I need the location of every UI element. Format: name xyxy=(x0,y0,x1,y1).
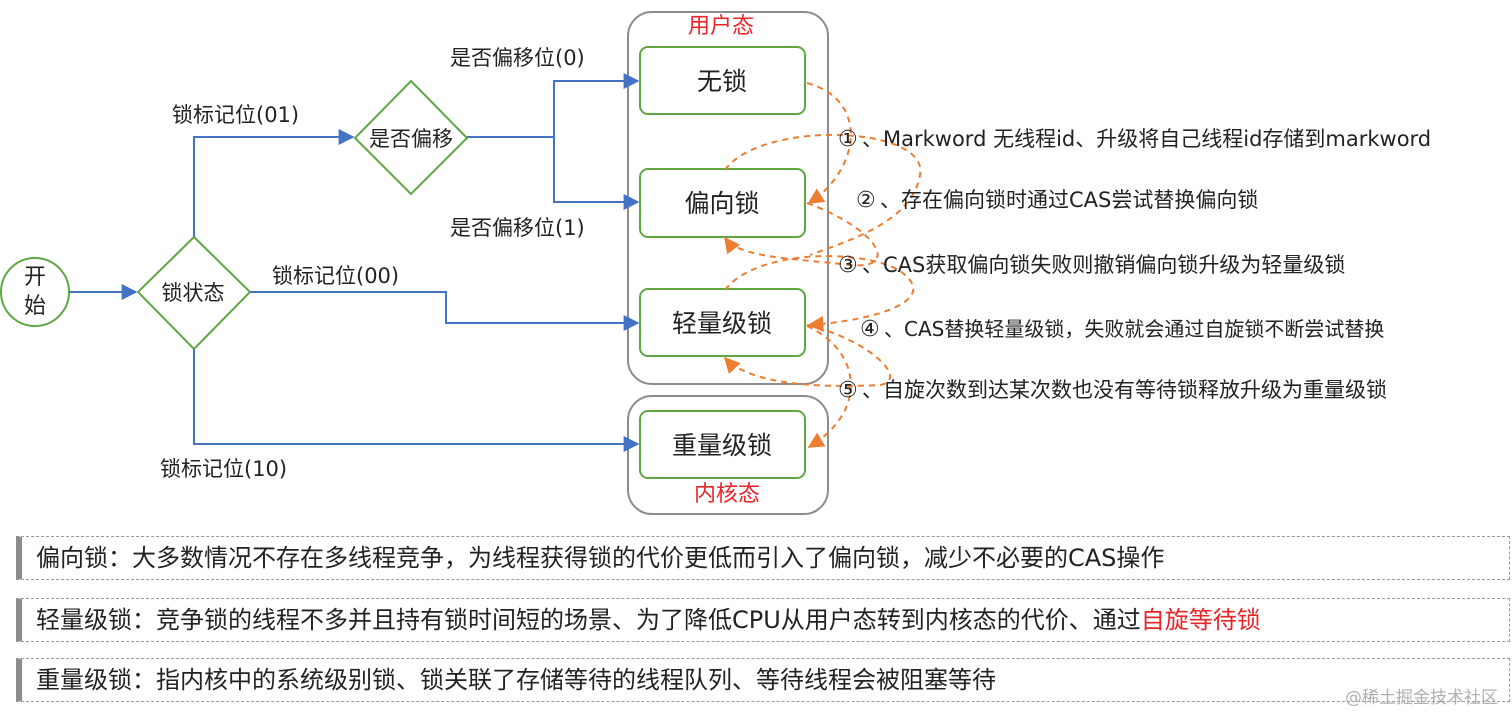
lock-upgrade-diagram: 用户态 内核态 无锁 偏向锁 轻量级锁 重量级锁 开 始 锁状态 是否偏移 xyxy=(0,11,1431,515)
heavyweight-lock-label: 重量级锁 xyxy=(672,431,772,460)
biased-lock-node: 偏向锁 xyxy=(639,168,806,238)
arrow-flag01-to-biascheck xyxy=(193,129,355,237)
arrow-bias1-to-biased xyxy=(553,137,640,210)
no-lock-node: 无锁 xyxy=(639,46,806,115)
arrow-flag10-to-heavyweight xyxy=(193,349,640,452)
edge-label-flag-10: 锁标记位(10) xyxy=(160,457,287,481)
note-lightweight-lock-highlight: 自旋等待锁 xyxy=(1140,606,1261,634)
transition-5-curve xyxy=(806,325,852,448)
lightweight-lock-node: 轻量级锁 xyxy=(639,288,806,357)
step-5-text: 、自旋次数到达某次数也没有等待锁释放升级为重量级锁 xyxy=(862,378,1387,402)
start-label-line2: 始 xyxy=(24,294,46,319)
note-lightweight-lock-text: 轻量级锁：竞争锁的线程不多并且持有锁时间短的场景、为了降低CPU从用户态转到内核… xyxy=(36,606,1141,634)
step-2-text: 、存在偏向锁时通过CAS尝试替换偏向锁 xyxy=(880,188,1258,212)
step-3: ③ 、CAS获取偏向锁失败则撤销偏向锁升级为轻量级锁 xyxy=(838,253,1345,278)
step-3-num: ③ xyxy=(838,253,858,278)
lock-state-decision: 锁状态 xyxy=(136,235,252,351)
step-1-text: 、Markword 无线程id、升级将自己线程id存储到markword xyxy=(862,127,1431,151)
note-lightweight-lock: 轻量级锁：竞争锁的线程不多并且持有锁时间短的场景、为了降低CPU从用户态转到内核… xyxy=(16,598,1510,642)
bias-check-label: 是否偏移 xyxy=(369,127,453,151)
edge-label-flag-01: 锁标记位(01) xyxy=(172,103,299,127)
user-mode-label: 用户态 xyxy=(688,14,754,39)
transition-2-curve xyxy=(724,133,922,256)
step-4: ④ 、CAS替换轻量级锁，失败就会通过自旋锁不断尝试替换 xyxy=(860,317,1384,342)
lightweight-lock-label: 轻量级锁 xyxy=(672,309,772,338)
edge-label-bias-1: 是否偏移位(1) xyxy=(450,216,585,240)
step-2: ② 、存在偏向锁时通过CAS尝试替换偏向锁 xyxy=(856,188,1258,213)
transition-3-curve xyxy=(724,202,879,267)
edge-label-flag-00: 锁标记位(00) xyxy=(272,264,399,288)
bias-check-decision: 是否偏移 xyxy=(353,79,469,196)
arrow-bias0-to-nolock xyxy=(467,73,640,138)
watermark: @稀土掘金技术社区 xyxy=(1345,688,1498,708)
kernel-mode-label: 内核态 xyxy=(694,482,760,507)
heavyweight-lock-node: 重量级锁 xyxy=(639,410,806,479)
step-4-text: 、CAS替换轻量级锁，失败就会通过自旋锁不断尝试替换 xyxy=(884,317,1384,341)
step-1: ① 、Markword 无线程id、升级将自己线程id存储到markword xyxy=(838,127,1431,152)
biased-lock-label: 偏向锁 xyxy=(684,189,759,218)
note-biased-lock: 偏向锁：大多数情况不存在多线程竞争，为线程获得锁的代价更低而引入了偏向锁，减少不… xyxy=(16,536,1510,580)
start-node: 开 始 xyxy=(0,257,70,327)
step-3-text: 、CAS获取偏向锁失败则撤销偏向锁升级为轻量级锁 xyxy=(862,253,1345,277)
lock-state-label: 锁状态 xyxy=(162,281,225,305)
transition-4-curve xyxy=(723,324,892,387)
step-5: ⑤ 、自旋次数到达某次数也没有等待锁释放升级为重量级锁 xyxy=(838,378,1387,403)
kernel-mode-group xyxy=(627,395,829,515)
transition-1-curve xyxy=(806,82,852,204)
arrow-flag00-to-lightweight xyxy=(250,291,640,331)
step-2-num: ② xyxy=(856,188,876,213)
step-5-num: ⑤ xyxy=(838,378,858,403)
start-label-line1: 开 xyxy=(24,265,46,290)
no-lock-label: 无锁 xyxy=(697,67,747,96)
transition-3b-curve xyxy=(724,255,915,332)
step-1-num: ① xyxy=(838,127,858,152)
note-heavyweight-lock: 重量级锁：指内核中的系统级别锁、锁关联了存储等待的线程队列、等待线程会被阻塞等待 xyxy=(16,658,1510,702)
edge-label-bias-0: 是否偏移位(0) xyxy=(450,46,585,70)
note-heavyweight-lock-text: 重量级锁：指内核中的系统级别锁、锁关联了存储等待的线程队列、等待线程会被阻塞等待 xyxy=(36,666,996,694)
step-4-num: ④ xyxy=(860,317,880,342)
note-biased-lock-text: 偏向锁：大多数情况不存在多线程竞争，为线程获得锁的代价更低而引入了偏向锁，减少不… xyxy=(36,544,1165,572)
